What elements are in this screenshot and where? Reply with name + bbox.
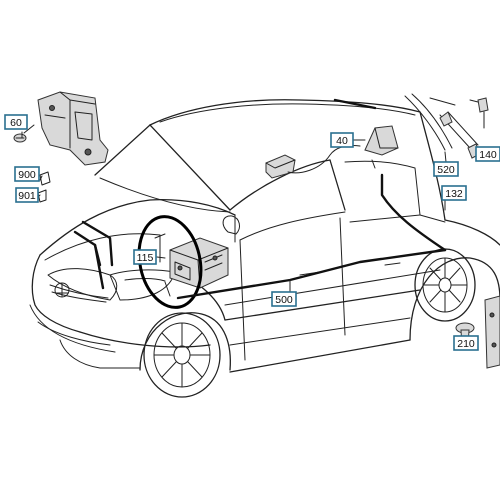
- callout-500[interactable]: 500: [271, 291, 297, 307]
- callout-901[interactable]: 901: [15, 187, 39, 203]
- roof-connector: [265, 154, 296, 179]
- antenna-module: [364, 125, 399, 169]
- callout-900[interactable]: 900: [14, 166, 40, 182]
- callout-210[interactable]: 210: [453, 335, 479, 351]
- callout-210-label: 210: [457, 338, 475, 350]
- control-unit-bracket: [37, 91, 109, 166]
- tailgate-struts: [333, 93, 481, 159]
- callout-900-label: 900: [18, 169, 36, 181]
- callout-140[interactable]: 140: [475, 146, 500, 162]
- rear-plug: [469, 97, 489, 126]
- rear-wheel: [414, 248, 476, 322]
- callout-140-label: 140: [479, 149, 497, 161]
- highlight-circle: [137, 215, 203, 309]
- callout-901-label: 901: [18, 190, 36, 202]
- side-bracket: [484, 295, 500, 369]
- callout-115[interactable]: 115: [133, 249, 157, 265]
- callout-132[interactable]: 132: [441, 185, 467, 201]
- callout-500-label: 500: [275, 294, 293, 306]
- callout-520-label: 520: [437, 164, 455, 176]
- car-body: [29, 99, 500, 373]
- callout-132-label: 132: [445, 188, 463, 200]
- callout-520[interactable]: 520: [433, 161, 459, 177]
- clip-900: [39, 171, 51, 186]
- callout-40[interactable]: 40: [330, 132, 354, 148]
- front-wheel: [143, 312, 221, 398]
- callout-60[interactable]: 60: [4, 114, 28, 130]
- callout-40-label: 40: [336, 135, 348, 147]
- clip-901: [37, 189, 47, 203]
- wiring-harness: [73, 145, 447, 300]
- screw-60: [13, 124, 35, 143]
- callout-115-label: 115: [137, 252, 154, 264]
- tank-module: [154, 233, 229, 297]
- callout-60-label: 60: [10, 117, 22, 129]
